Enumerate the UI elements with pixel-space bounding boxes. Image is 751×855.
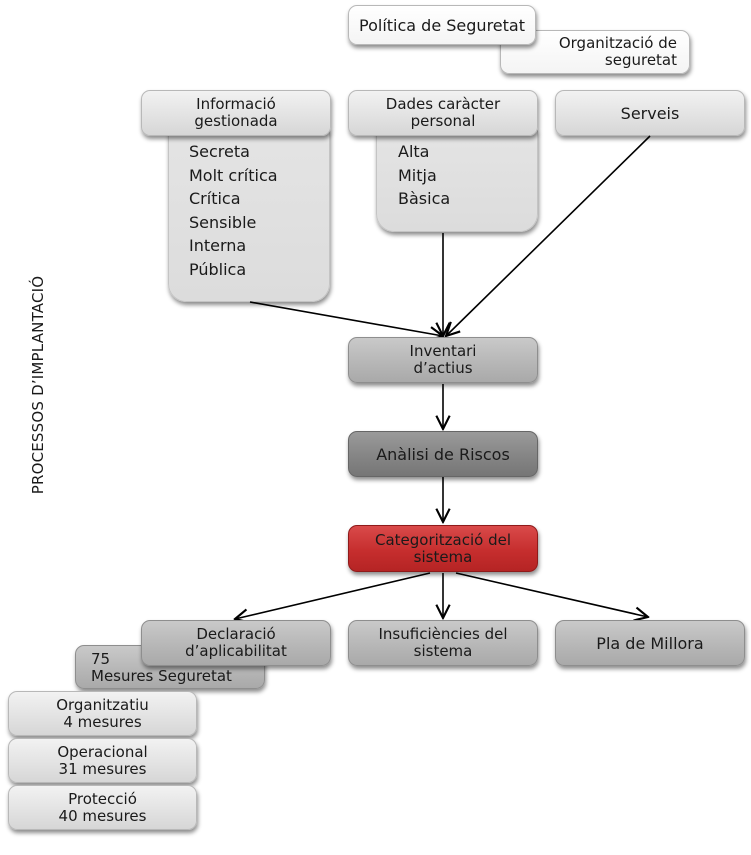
risk-analysis-box[interactable]: Anàlisi de Riscos — [348, 431, 538, 477]
personal-level: Bàsica — [398, 189, 451, 208]
total-measures-count: 75 — [91, 650, 111, 668]
policy-label: Política de Seguretat — [359, 15, 525, 35]
info-title-line1: Informació — [196, 95, 276, 113]
policy-box[interactable]: Política de Seguretat — [348, 5, 536, 45]
arrow-categorization-to-improvement — [455, 572, 648, 617]
measure-group-name: Organitzatiu — [56, 695, 149, 714]
personal-box[interactable]: Dades caràcter personal — [348, 90, 538, 136]
insufficiencies-line1: Insuficiències del — [378, 625, 508, 643]
organization-line2: seguretat — [604, 51, 677, 69]
info-level: Interna — [189, 236, 247, 255]
categorization-box[interactable]: Categorització del sistema — [348, 525, 538, 572]
personal-title-line1: Dades caràcter — [385, 95, 501, 113]
personal-level: Alta — [398, 142, 430, 161]
info-box[interactable]: Informació gestionada — [141, 90, 331, 136]
measure-group-count: 31 mesures — [58, 759, 147, 778]
personal-level: Mitja — [398, 165, 437, 185]
inventory-line1: Inventari — [409, 342, 477, 360]
categorization-line1: Categorització del — [374, 530, 512, 549]
info-level: Pública — [189, 259, 247, 279]
services-box[interactable]: Serveis — [555, 90, 745, 136]
info-level: Molt crítica — [189, 165, 278, 185]
total-measures-label: Mesures Seguretat — [91, 667, 232, 685]
applicability-line2: d’aplicabilitat — [185, 642, 287, 660]
info-level: Sensible — [189, 212, 257, 232]
categorization-line2: sistema — [413, 547, 473, 566]
services-label: Serveis — [620, 103, 680, 123]
insufficiencies-box[interactable]: Insuficiències del sistema — [348, 620, 538, 666]
personal-title-line2: personal — [410, 112, 476, 130]
info-levels-panel: Secreta Molt crítica Crítica Sensible In… — [168, 130, 330, 302]
inventory-line2: d’actius — [413, 359, 473, 377]
organization-box[interactable]: Organització de seguretat — [500, 30, 690, 74]
measure-group-name: Operacional — [57, 742, 148, 761]
organization-line1: Organització de — [558, 34, 677, 52]
info-title-line2: gestionada — [194, 112, 278, 130]
info-level: Secreta — [189, 142, 250, 161]
info-level: Crítica — [189, 189, 241, 208]
measure-group-box[interactable]: Operacional 31 mesures — [8, 738, 197, 783]
measure-group-name: Protecció — [68, 789, 137, 808]
measure-group-box[interactable]: Organitzatiu 4 mesures — [8, 691, 197, 736]
applicability-line1: Declaració — [196, 625, 276, 643]
arrow-info-to-inventory — [249, 301, 443, 336]
applicability-box[interactable]: Declaració d’aplicabilitat — [141, 620, 331, 666]
insufficiencies-line2: sistema — [413, 642, 473, 660]
measure-group-count: 40 mesures — [58, 806, 147, 825]
improvement-plan-box[interactable]: Pla de Millora — [555, 620, 745, 666]
measure-group-count: 4 mesures — [63, 712, 142, 731]
risk-analysis-label: Anàlisi de Riscos — [376, 444, 510, 464]
improvement-plan-label: Pla de Millora — [596, 633, 704, 653]
measure-group-box[interactable]: Protecció 40 mesures — [8, 785, 197, 830]
personal-levels-panel: Alta Mitja Bàsica — [376, 130, 538, 232]
inventory-box[interactable]: Inventari d’actius — [348, 337, 538, 383]
arrow-services-to-inventory — [446, 135, 651, 336]
arrow-categorization-to-applicability — [235, 572, 431, 619]
